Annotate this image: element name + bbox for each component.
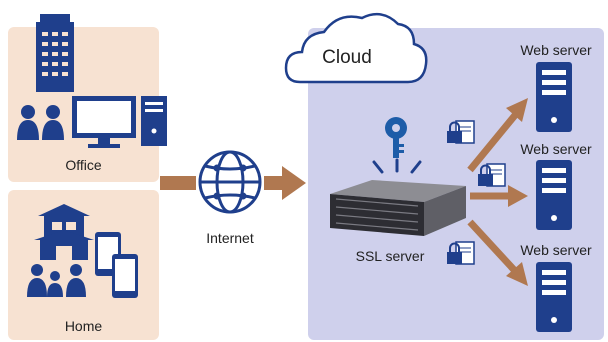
- office-building-icon: [36, 14, 74, 92]
- cloud-label: Cloud: [322, 47, 372, 68]
- family-icon: [27, 264, 86, 297]
- home-label: Home: [64, 318, 103, 334]
- web-server-label: Web server: [520, 42, 592, 58]
- globe-icon: [198, 150, 262, 214]
- encrypted-document-icon: [478, 163, 506, 187]
- arrow-to-web-server-2: [470, 185, 528, 207]
- internet-arrow-left: [160, 176, 196, 190]
- key-icon: [385, 117, 407, 158]
- signal-lines-icon: [372, 158, 422, 174]
- encrypted-document-icon: [447, 120, 475, 144]
- ssl-server-icon: [330, 180, 466, 236]
- house-icon: [34, 204, 94, 260]
- web-server-icon: [536, 262, 572, 332]
- web-server-label: Web server: [520, 242, 592, 258]
- cloud-icon: [284, 12, 428, 84]
- web-server-label: Web server: [520, 141, 592, 157]
- web-server-icon: [536, 160, 572, 230]
- internet-arrow-right: [264, 166, 306, 200]
- web-server-icon: [536, 62, 572, 132]
- office-label: Office: [65, 157, 102, 173]
- arrow-to-web-server-3: [467, 219, 528, 286]
- desktop-computer-icon: [72, 96, 167, 148]
- internet-label: Internet: [206, 230, 254, 246]
- arrow-to-web-server-1: [467, 98, 528, 173]
- office-people-icon: [17, 105, 64, 140]
- ssl-server-label: SSL server: [355, 248, 425, 264]
- encrypted-document-icon: [447, 241, 475, 265]
- smartphone-icon: [95, 232, 138, 298]
